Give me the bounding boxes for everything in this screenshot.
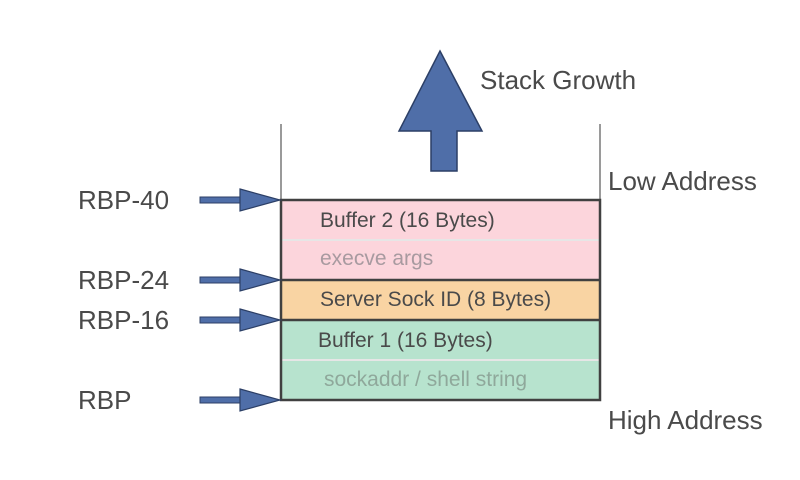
- sock-title: Server Sock ID (8 Bytes): [320, 288, 551, 311]
- buffer1-title: Buffer 1 (16 Bytes): [318, 329, 493, 352]
- sock-rect: [281, 280, 600, 320]
- pointer-arrow-rbp-icon: [199, 388, 283, 412]
- stack-growth-arrow-icon: [397, 49, 484, 172]
- buffer1-subtitle: sockaddr / shell string: [324, 368, 527, 391]
- buffer2-cell: Buffer 2 (16 Bytes) execve args: [281, 200, 600, 280]
- buffer1-cell: Buffer 1 (16 Bytes) sockaddr / shell str…: [281, 320, 600, 400]
- stack-frame-border: [279, 198, 602, 402]
- pointer-arrow-rbp-16-icon: [199, 308, 283, 332]
- pointer-label-rbp: RBP: [78, 385, 131, 415]
- pointer-label-rbp-24: RBP-24: [78, 265, 169, 295]
- stack-growth-label: Stack Growth: [480, 65, 636, 95]
- pointer-label-rbp-16: RBP-16: [78, 305, 169, 335]
- buffer2-subtitle: execve args: [320, 247, 433, 270]
- pointer-arrow-rbp-40-icon: [199, 188, 283, 212]
- low-address-label: Low Address: [608, 166, 757, 196]
- high-address-label: High Address: [608, 405, 763, 435]
- buffer2-title: Buffer 2 (16 Bytes): [320, 209, 495, 232]
- pointer-label-rbp-40: RBP-40: [78, 185, 169, 215]
- pointer-arrow-rbp-24-icon: [199, 268, 283, 292]
- sock-cell: Server Sock ID (8 Bytes): [281, 280, 600, 320]
